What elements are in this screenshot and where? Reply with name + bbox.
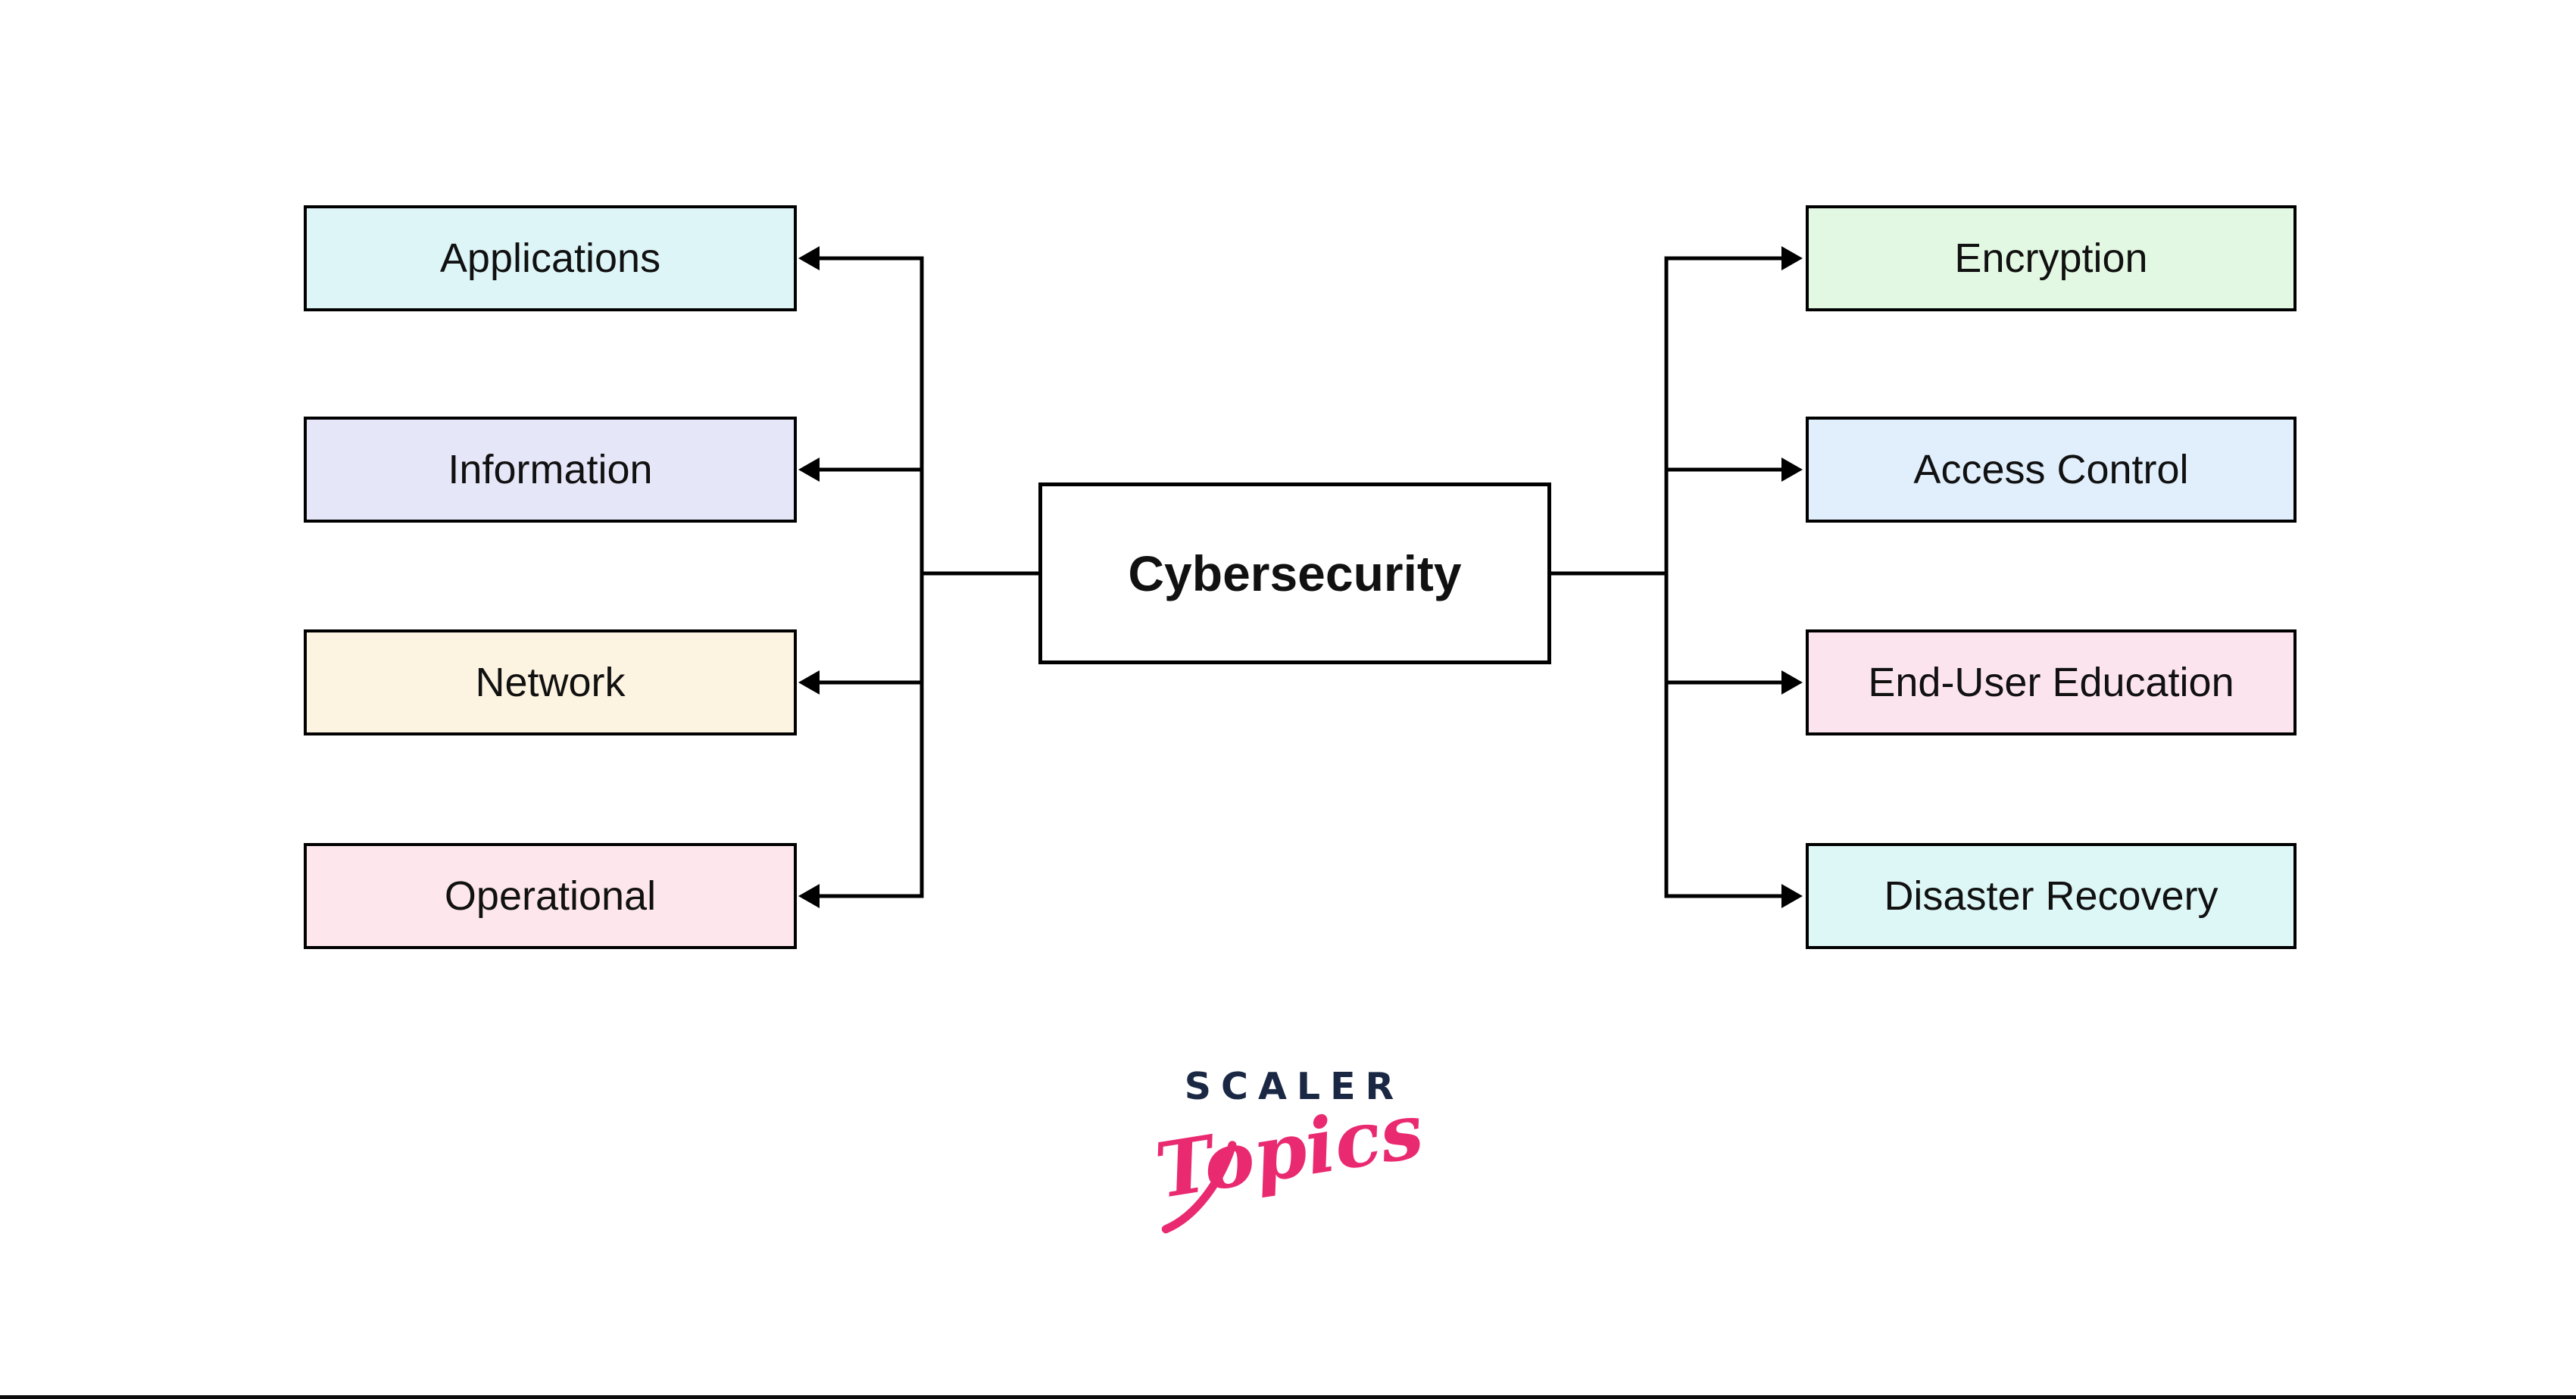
branch-box-encryption: Encryption [1806, 205, 2297, 311]
arrowhead-information [798, 457, 820, 482]
arrowhead-disaster-recovery [1781, 884, 1803, 908]
logo-wordmark-scaler: SCALER [1184, 1065, 1404, 1108]
logo-swash-stroke [1161, 1141, 1237, 1234]
center-box-cybersecurity: Cybersecurity [1038, 482, 1551, 664]
branch-label-end-user-education: End-User Education [1868, 660, 2234, 705]
bottom-border-line [0, 1395, 2576, 1399]
branch-label-disaster-recovery: Disaster Recovery [1884, 873, 2218, 919]
arrowhead-end-user-education [1781, 670, 1803, 695]
branch-box-end-user-education: End-User Education [1806, 629, 2297, 735]
branch-box-access-control: Access Control [1806, 417, 2297, 523]
arrowhead-encryption [1781, 246, 1803, 270]
branch-label-access-control: Access Control [1913, 447, 2189, 492]
arrowhead-network [798, 670, 820, 695]
branch-box-applications: Applications [304, 205, 797, 311]
arrowhead-access-control [1781, 457, 1803, 482]
branch-label-operational: Operational [444, 873, 657, 919]
branch-label-network: Network [475, 660, 626, 705]
branch-label-applications: Applications [439, 236, 661, 281]
branch-label-encryption: Encryption [1954, 236, 2148, 281]
center-label: Cybersecurity [1128, 545, 1462, 601]
branch-label-information: Information [448, 447, 653, 492]
branch-box-information: Information [304, 417, 797, 523]
scaler-topics-logo: SCALER Topics [1149, 1065, 1429, 1234]
arrowhead-operational [798, 884, 820, 908]
branch-box-disaster-recovery: Disaster Recovery [1806, 843, 2297, 949]
branch-box-network: Network [304, 629, 797, 735]
arrowhead-applications [798, 246, 820, 270]
branch-box-operational: Operational [304, 843, 797, 949]
logo-wordmark-topics: Topics [1150, 1085, 1429, 1234]
